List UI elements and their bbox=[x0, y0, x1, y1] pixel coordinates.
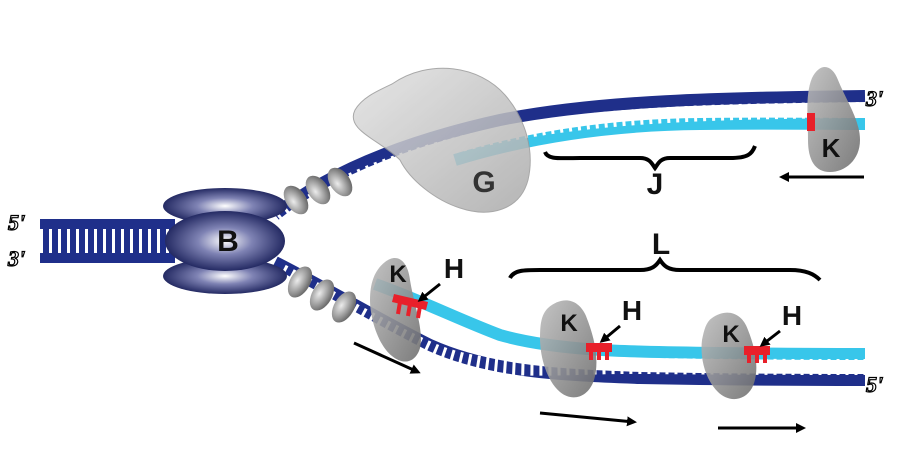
end-label-left-top: 5' bbox=[8, 210, 25, 235]
end-label-top-right: 3' bbox=[865, 86, 883, 111]
helicase-label: B bbox=[217, 225, 239, 258]
primer-label-3: H bbox=[759, 300, 802, 347]
polymerase-lagging-1-label: K bbox=[389, 261, 407, 288]
polymerase-lagging-3-label: K bbox=[722, 321, 740, 348]
polymerase-lagging-3: K bbox=[701, 312, 757, 400]
primer-lagging-2 bbox=[586, 343, 612, 360]
primer-label-2: H bbox=[599, 295, 642, 343]
primer-lagging-3 bbox=[744, 346, 770, 363]
primer-lagging-1 bbox=[392, 294, 428, 319]
svg-text:H: H bbox=[622, 295, 642, 326]
primase: G bbox=[352, 67, 531, 213]
lagging-segment-brace: L bbox=[508, 228, 822, 282]
ssb-proteins-bottom bbox=[287, 266, 357, 323]
primer-label-1: H bbox=[417, 253, 464, 302]
polymerase-lagging-1: K bbox=[370, 258, 421, 362]
helicase: B bbox=[163, 188, 287, 294]
lagging-direction-arrow-2 bbox=[539, 411, 637, 427]
end-label-left-bottom: 3' bbox=[7, 246, 25, 271]
polymerase-lagging-2: K bbox=[540, 300, 597, 398]
leading-segment-brace: J bbox=[543, 145, 757, 201]
leading-segment-label: J bbox=[647, 168, 664, 201]
polymerase-top: K bbox=[807, 66, 860, 172]
svg-text:H: H bbox=[444, 253, 464, 284]
end-label-bottom-right: 5' bbox=[866, 372, 883, 397]
lagging-direction-arrow-1 bbox=[353, 341, 421, 374]
parental-duplex bbox=[40, 219, 175, 263]
ssb-proteins-top bbox=[283, 167, 353, 215]
svg-text:H: H bbox=[782, 300, 802, 331]
primer-top bbox=[807, 113, 815, 131]
primase-label: G bbox=[472, 166, 495, 199]
lagging-segment-label: L bbox=[652, 228, 670, 261]
polymerase-top-label: K bbox=[822, 133, 841, 163]
polymerase-lagging-2-label: K bbox=[560, 310, 578, 337]
